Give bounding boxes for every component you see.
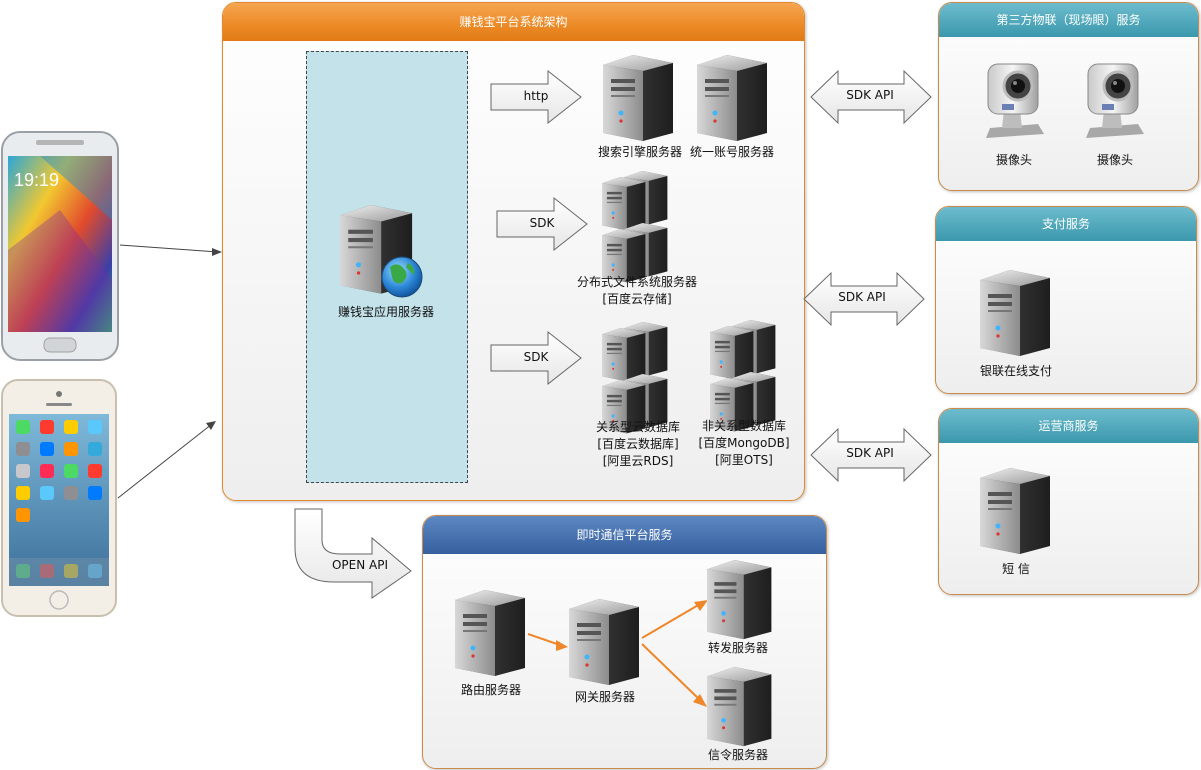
im-panel-title: 即时通信平台服务 (423, 516, 826, 554)
iot-panel-title: 第三方物联（现场眼）服务 (939, 3, 1198, 37)
nosql-db-label-2: [百度MongoDB] (698, 436, 790, 450)
iphone-app-icon (40, 420, 54, 434)
app-server-label: 赚钱宝应用服务器 (337, 305, 434, 319)
sms-server-label: 短 信 (1002, 562, 1030, 576)
iphone-image (1, 379, 117, 617)
svg-text:19:19: 19:19 (14, 170, 59, 190)
sdk-api-arrow-pay (803, 271, 925, 327)
iphone-app-icon (88, 420, 102, 434)
iphone-app-icon (88, 442, 102, 456)
iphone-app-icon (64, 486, 78, 500)
sdk-arrow-dfs-label: SDK (529, 216, 555, 230)
sdk-arrow-dfs (496, 196, 588, 252)
main-panel-title: 赚钱宝平台系统架构 (223, 3, 804, 41)
camera-2-label: 摄像头 (1096, 153, 1133, 167)
iphone-app-icon (64, 442, 78, 456)
iphone-app-icon (40, 464, 54, 478)
signal-server-label: 信令服务器 (707, 748, 768, 762)
carrier-panel-title: 运营商服务 (939, 409, 1198, 443)
relational-db-label-3: [阿里云RDS] (602, 454, 674, 468)
sdk-api-arrow-iot-label: SDK API (846, 88, 894, 102)
sdk-arrow-db-label: SDK (523, 350, 549, 364)
android-phone-image: 19:19 (1, 131, 119, 361)
iphone-app-icon (16, 442, 30, 456)
nosql-db-label-1: 非关系型数据库 (701, 419, 786, 433)
nosql-db-label-3: [阿里OTS] (715, 453, 773, 467)
relational-db-label-1: 关系型云数据库 (595, 420, 680, 434)
iphone-app-icon (88, 464, 102, 478)
signal-server-icon (707, 667, 772, 747)
iphone-app-icon (16, 420, 30, 434)
gateway-server-label: 网关服务器 (574, 690, 635, 704)
sdk-api-arrow-iot (810, 69, 932, 125)
sdk-arrow-db (490, 330, 582, 386)
gateway-server-icon (569, 599, 639, 685)
iphone-app-icon (16, 508, 30, 522)
forward-server-icon (707, 560, 772, 640)
http-arrow-label: http (523, 89, 549, 103)
payment-panel-title: 支付服务 (936, 207, 1196, 241)
iot-service-panel: 第三方物联（现场眼）服务 (938, 2, 1199, 191)
iphone-app-icon (16, 464, 30, 478)
router-server-icon (455, 590, 525, 676)
forward-server-label: 转发服务器 (707, 641, 768, 655)
search-engine-server-label: 搜索引擎服务器 (597, 145, 682, 159)
app-server-icon (340, 205, 423, 298)
iphone-app-icon (16, 486, 30, 500)
open-api-arrow-label: OPEN API (331, 558, 389, 572)
http-arrow (490, 69, 582, 125)
payment-service-panel: 支付服务 (935, 206, 1197, 394)
sdk-api-arrow-carrier (810, 427, 932, 483)
iphone-app-icon (64, 420, 78, 434)
relational-db-label-2: [百度云数据库] (597, 437, 679, 451)
router-server-label: 路由服务器 (460, 683, 521, 697)
open-api-arrow (294, 508, 412, 599)
camera-1-label: 摄像头 (995, 153, 1032, 167)
account-server-label: 统一账号服务器 (689, 145, 774, 159)
sdk-api-arrow-carrier-label: SDK API (846, 446, 894, 460)
iphone-app-icon (40, 486, 54, 500)
iphone-app-icon (40, 442, 54, 456)
dfs-server-label-1: 分布式文件系统服务器 (576, 275, 697, 289)
sdk-api-arrow-pay-label: SDK API (838, 290, 886, 304)
unionpay-server-label: 银联在线支付 (979, 364, 1052, 378)
iphone-app-icon (64, 464, 78, 478)
iphone-app-icon (88, 486, 102, 500)
dfs-server-label-2: [百度云存储] (602, 292, 672, 306)
